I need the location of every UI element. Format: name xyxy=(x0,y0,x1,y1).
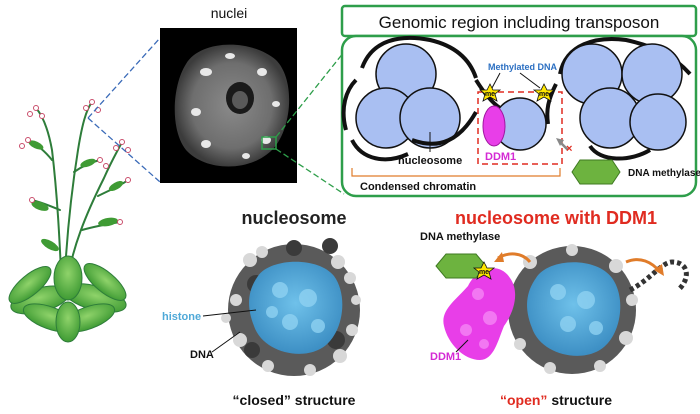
nucleosome-title: nucleosome xyxy=(241,208,346,228)
svg-text:×: × xyxy=(566,143,572,155)
ddm1-label-bottom: DDM1 xyxy=(430,351,461,363)
right-nucleosome-cluster xyxy=(558,37,692,161)
dna-label: DNA xyxy=(190,349,214,361)
dna-methylase-shape-bottom xyxy=(435,253,487,279)
zoom-lines-plant xyxy=(87,37,161,183)
methylated-dna-label: Methylated DNA xyxy=(488,62,558,72)
me-marker-left: me xyxy=(478,83,502,102)
condensed-chromatin-bracket xyxy=(351,168,561,177)
histone-label: histone xyxy=(162,311,201,323)
nucleosome-ddm1-title: nucleosome with DDM1 xyxy=(455,208,657,228)
ddm1-protein-structure xyxy=(443,268,516,360)
dna-methylase-label-top: DNA methylase xyxy=(628,168,700,179)
dna-methylase-shape-top xyxy=(571,159,621,185)
me-marker-right: me xyxy=(532,83,556,102)
ddm1-highlight-region xyxy=(474,78,563,165)
zoom-lines-nucleus xyxy=(275,51,345,195)
nuclei-label: nuclei xyxy=(211,5,248,21)
svg-text:me: me xyxy=(479,269,489,276)
unwrapped-dna-tail xyxy=(628,259,689,293)
svg-text:me: me xyxy=(539,91,549,98)
ddm1-label-top: DDM1 xyxy=(485,151,516,163)
open-structure-caption: “open” structure xyxy=(500,392,612,408)
closed-structure-caption: “closed” structure xyxy=(233,392,356,408)
dna-methylase-label-bottom: DNA methylase xyxy=(420,231,500,243)
left-nucleosome-cluster xyxy=(341,35,478,162)
dna-methylase-blocked: × xyxy=(556,138,572,155)
open-nucleosome-structure: nucleosome with DDM1 DNA methylase me DD xyxy=(420,208,689,408)
closed-nucleosome-structure: nucleosome histone DNA “closed” structur… xyxy=(162,208,361,408)
nuclei-micrograph xyxy=(160,28,297,183)
arabidopsis-plant-illustration xyxy=(8,99,131,343)
condensed-chromatin-label: Condensed chromatin xyxy=(360,181,476,193)
me-marker-bottom: me xyxy=(472,261,496,280)
nucleosome-label-top: nucleosome xyxy=(398,155,462,167)
genomic-region-panel: Genomic region including transposon xyxy=(340,4,700,198)
genomic-region-title: Genomic region including transposon xyxy=(379,13,660,32)
svg-text:me: me xyxy=(485,91,495,98)
